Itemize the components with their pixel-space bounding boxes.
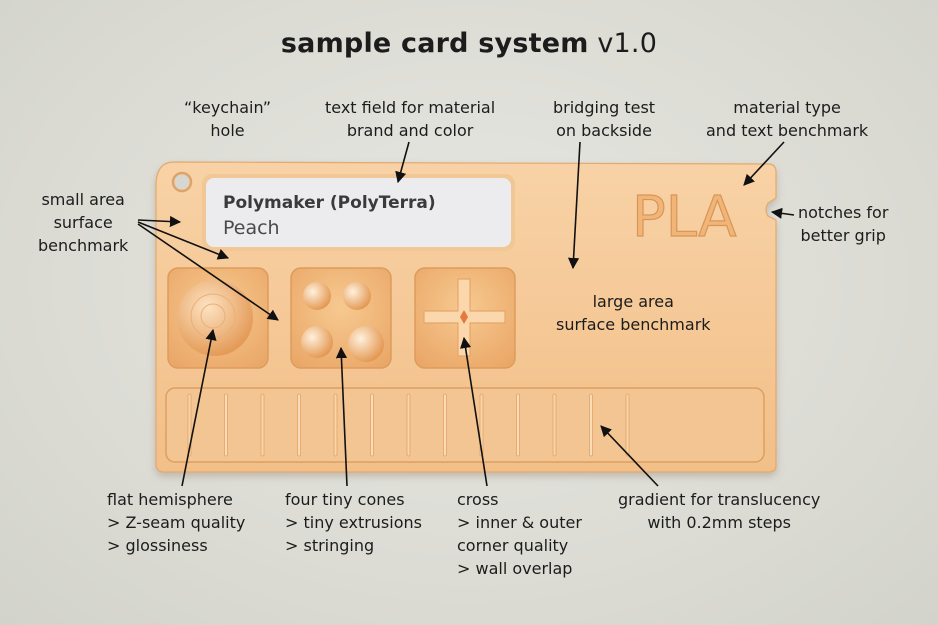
arrow-notches — [770, 207, 795, 219]
gradient-step-rib — [370, 393, 374, 457]
cone — [301, 326, 333, 358]
label-hemisphere: flat hemisphere > Z-seam quality > gloss… — [107, 488, 245, 557]
label-line: > stringing — [285, 536, 375, 555]
label-text-field: text field for material brand and color — [325, 96, 495, 142]
text-field — [206, 178, 511, 247]
label-keychain-hole: “keychain” hole — [184, 96, 271, 142]
gradient-step-rib — [516, 393, 520, 457]
gradient-step-rib — [443, 393, 447, 457]
label-small-area: small area surface benchmark — [38, 188, 128, 257]
label-line: surface — [53, 213, 113, 232]
label-notches: notches for better grip — [798, 201, 888, 247]
label-line: bridging test — [553, 98, 656, 117]
label-bridging: bridging test on backside — [553, 96, 655, 142]
field-brand-text: Polymaker (PolyTerra) — [223, 193, 436, 213]
gradient-strip — [165, 387, 765, 463]
label-line: surface benchmark — [556, 315, 711, 334]
cone — [348, 326, 384, 362]
label-line: hole — [210, 121, 245, 140]
cone — [303, 282, 331, 310]
title-main: sample card system — [280, 28, 589, 59]
label-line: brand and color — [346, 121, 474, 140]
label-line: > tiny extrusions — [285, 513, 422, 532]
arrow-small-area-1 — [137, 215, 182, 228]
label-line: material type — [733, 98, 841, 117]
gradient-step-rib — [333, 393, 338, 457]
label-line: small area — [41, 190, 125, 209]
field-color-text: Peach — [223, 217, 280, 239]
gradient-step-rib — [589, 393, 593, 457]
arrow-textfield — [395, 141, 410, 184]
arrow-cross — [460, 336, 488, 487]
hemisphere — [177, 280, 253, 356]
label-line: benchmark — [38, 236, 129, 255]
label-large-area: large area surface benchmark — [556, 290, 711, 336]
label-line: notches for — [798, 203, 889, 222]
title-version: v1.0 — [597, 28, 658, 59]
arrow-gradient — [600, 425, 659, 487]
keychain-hole — [171, 171, 193, 193]
gradient-step-rib — [297, 393, 301, 457]
page-title: sample card system v1.0 — [0, 28, 938, 59]
label-line: gradient for translucency — [618, 490, 821, 509]
label-line: > inner & outer — [457, 513, 582, 532]
arrow-material — [743, 141, 785, 186]
label-line: flat hemisphere — [107, 490, 233, 509]
arrow-cones — [335, 346, 348, 487]
gradient-step-rib — [479, 393, 484, 457]
gradient-step-rib — [260, 393, 265, 457]
label-line: better grip — [800, 226, 886, 245]
label-cross: cross > inner & outer corner quality > w… — [457, 488, 582, 580]
label-line: cross — [457, 490, 499, 509]
label-line: > glossiness — [107, 536, 208, 555]
label-line: with 0.2mm steps — [647, 513, 792, 532]
arrow-small-area-2 — [137, 221, 230, 260]
gradient-step-rib — [625, 393, 630, 457]
label-line: on backside — [556, 121, 652, 140]
label-line: > wall overlap — [457, 559, 573, 578]
label-line: and text benchmark — [706, 121, 869, 140]
cone — [343, 282, 371, 310]
gradient-step-rib — [406, 393, 411, 457]
gradient-steps — [187, 393, 630, 457]
arrow-bridging — [567, 141, 581, 270]
label-line: text field for material — [325, 98, 496, 117]
hemisphere-ring — [200, 303, 226, 329]
label-gradient: gradient for translucency with 0.2mm ste… — [618, 488, 820, 534]
annotation-arrows — [137, 141, 795, 487]
label-line: “keychain” — [184, 98, 272, 117]
cross-center — [460, 310, 468, 324]
label-line: > Z-seam quality — [107, 513, 246, 532]
material-text: PLA — [632, 185, 737, 250]
arrow-small-area-3 — [137, 223, 279, 321]
label-line: corner quality — [457, 536, 569, 555]
label-cones: four tiny cones > tiny extrusions > stri… — [285, 488, 422, 557]
gradient-step-rib — [552, 393, 557, 457]
label-line: large area — [592, 292, 674, 311]
label-line: four tiny cones — [285, 490, 405, 509]
label-material-type: material type and text benchmark — [706, 96, 868, 142]
arrow-hemisphere — [181, 328, 217, 487]
gradient-step-rib — [224, 393, 228, 457]
